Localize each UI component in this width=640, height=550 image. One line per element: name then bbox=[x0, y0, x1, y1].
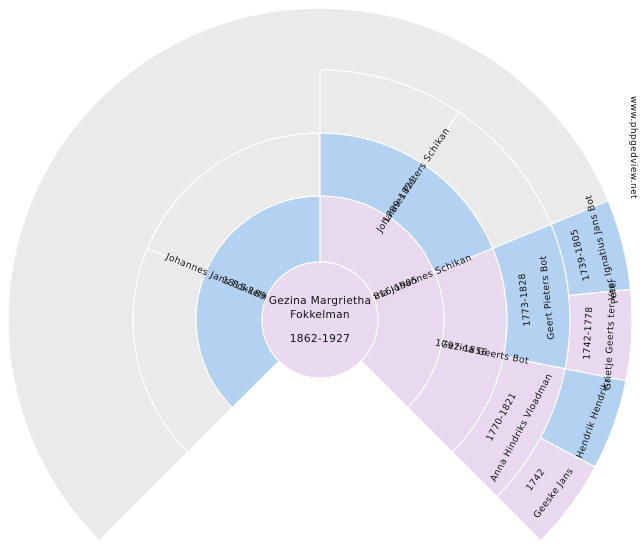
fan-segment-geeske-jans[interactable] bbox=[495, 437, 596, 542]
center-person-name-line2: Fokkelman bbox=[290, 309, 350, 321]
fan-label-name-grietje-geerts-ter-veer: Grietje Geerts ter Veer bbox=[602, 278, 618, 390]
center-person-name-line1: Gezina Margrietha bbox=[269, 295, 372, 307]
fan-segment-grietje-geerts-ter-veer[interactable] bbox=[564, 288, 633, 382]
fan-label-dates-grietje-geerts-ter-veer: 1742-1778 bbox=[581, 306, 595, 360]
fan-label-dates-geert-pieters-bot: 1773-1828 bbox=[517, 273, 533, 327]
center-person-group[interactable]: Gezina Margrietha Fokkelman 1862-1927 bbox=[261, 261, 379, 379]
center-person-disc[interactable] bbox=[261, 261, 379, 379]
watermark-label: www.phpgedview.net bbox=[628, 96, 638, 199]
fan-segments-group bbox=[7, 7, 633, 542]
center-person-dates: 1862-1927 bbox=[290, 333, 350, 345]
